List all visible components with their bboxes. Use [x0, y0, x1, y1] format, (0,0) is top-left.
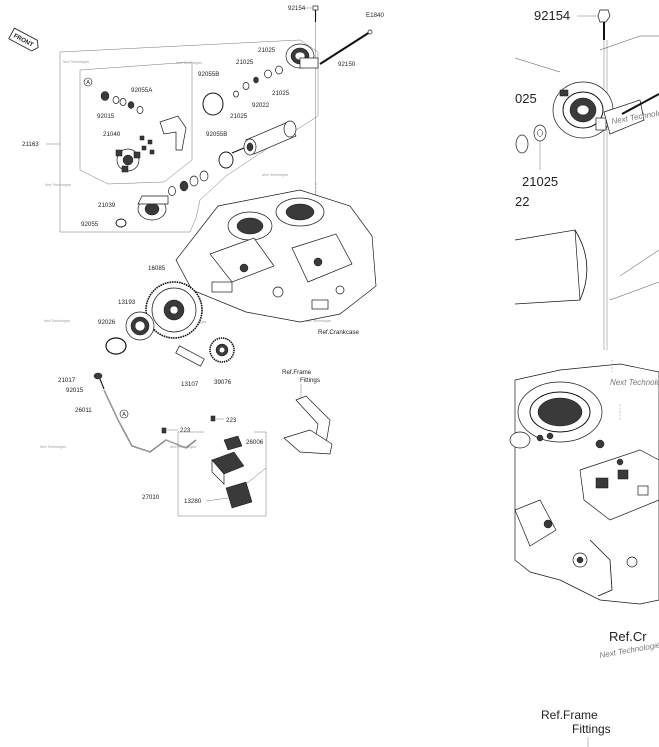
zoom-label-025: 025 [515, 91, 537, 106]
watermark-5: Next Technologies [44, 319, 71, 323]
part-16085-starter-gear [145, 281, 203, 339]
watermark-7: Next Technologies [305, 319, 332, 323]
zoomed-view: 92154 Next Technologies 025 [509, 8, 659, 747]
zoom-long-bolt [621, 93, 659, 115]
watermark-3: Next Technologies [45, 183, 72, 187]
part-92015-nut [100, 91, 144, 114]
zoom-starter-body [514, 229, 659, 305]
part-92026-ring [105, 337, 127, 355]
callout-a-lower [119, 409, 129, 419]
starter-subassembly-box [79, 61, 193, 185]
oring-92055b-upper [202, 92, 224, 116]
part-27010-relay [211, 451, 245, 485]
label-92055: 92055 [81, 221, 99, 228]
label-21025-c: 21025 [272, 90, 290, 97]
starter-washers-row [168, 170, 209, 196]
label-13280: 13280 [184, 498, 202, 505]
label-13107: 13107 [181, 381, 199, 388]
part-39076-idle-gear [209, 337, 235, 363]
part-26011-cable [103, 389, 197, 453]
watermark-1: Next Technologies [176, 61, 203, 65]
label-13193: 13193 [118, 299, 136, 306]
label-ref-frame-2: Fittings [300, 377, 320, 384]
part-21017-bolt [93, 372, 105, 390]
label-92055b-b: 92055B [206, 131, 227, 138]
watermark-8: Next Technologies [40, 445, 67, 449]
main-diagram: FRONT E1840 92154 92150 [8, 5, 384, 517]
label-92022: 92022 [252, 102, 270, 109]
part-223-bolt-b [161, 427, 167, 434]
zoom-end-cover [552, 81, 645, 139]
label-223-b: 223 [180, 427, 191, 434]
label-92150: 92150 [338, 61, 356, 68]
relay-assembly-box [177, 431, 267, 517]
zoom-label-92154: 92154 [534, 8, 570, 23]
label-92055b-a: 92055B [198, 71, 219, 78]
label-92026: 92026 [98, 319, 116, 326]
oring-92055b-lower [218, 151, 234, 169]
zoom-washer-a [515, 134, 529, 154]
label-223-a: 223 [226, 417, 237, 424]
callout-a-lower-label: A [122, 412, 126, 418]
zoom-label-ref-cr: Ref.Cr [609, 629, 647, 644]
starter-end-cover [285, 43, 319, 69]
label-21025-b: 21025 [236, 59, 254, 66]
part-92150-long-bolt [319, 29, 373, 65]
watermark-4: Next Technologies [262, 173, 289, 177]
watermark-2: Next Technologies [63, 60, 90, 64]
label-21040: 21040 [103, 131, 121, 138]
label-39076: 39076 [214, 379, 232, 386]
diagram-id: E1840 [366, 12, 384, 19]
part-13193-clutch [125, 311, 155, 341]
label-92015-a: 92015 [97, 113, 115, 120]
frame-bracket [283, 395, 333, 455]
label-21025-d: 21025 [230, 113, 248, 120]
zoom-crankcase [509, 360, 659, 605]
label-21039: 21039 [98, 202, 116, 209]
label-26011: 26011 [75, 407, 92, 414]
zoom-watermark-2: Next Technologies [610, 378, 659, 387]
zoom-label-ref-frame-1: Ref.Frame [541, 708, 598, 722]
label-21163: 21163 [22, 141, 39, 148]
callout-a-upper-label: A [86, 80, 90, 86]
label-ref-crankcase: Ref.Crankcase [318, 329, 359, 336]
label-16085: 16085 [148, 265, 166, 272]
zoom-label-22: 22 [515, 194, 529, 209]
callout-a-upper [83, 77, 93, 87]
label-21025-a: 21025 [258, 47, 276, 54]
washers-group-upper [233, 65, 283, 98]
label-92055a: 92055A [131, 87, 153, 94]
part-13107-shaft [175, 345, 205, 367]
zoom-label-21025: 21025 [522, 174, 558, 189]
starter-front-housing [137, 195, 169, 221]
label-27010: 27010 [142, 494, 160, 501]
starter-assembly-box [59, 39, 319, 233]
terminal-bracket [159, 115, 187, 151]
part-21040-brushes [139, 135, 155, 155]
zoom-label-ref-frame-2: Fittings [572, 722, 611, 736]
part-26006-relay-cover [223, 435, 243, 451]
label-21017: 21017 [58, 377, 76, 384]
front-badge: FRONT [8, 27, 39, 52]
starter-motor [231, 120, 297, 156]
label-92015-b: 92015 [66, 387, 84, 394]
label-26006: 26006 [246, 439, 264, 446]
label-92154: 92154 [288, 5, 306, 12]
part-13280-bracket [225, 481, 253, 509]
oring-92055 [115, 218, 127, 228]
zoom-bolt-92154 [597, 9, 611, 350]
label-ref-frame-1: Ref.Frame [282, 369, 312, 376]
part-223-bolt-a [210, 415, 216, 422]
part-21039-brush-holder [115, 148, 141, 173]
crankcase [175, 189, 377, 323]
